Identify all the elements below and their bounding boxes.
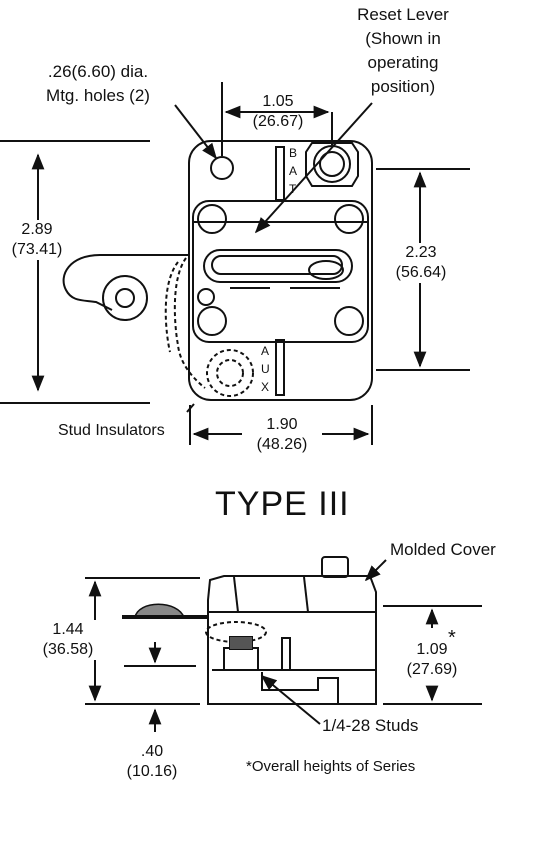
leader-reset-lever xyxy=(254,102,373,234)
molded-cover-bump xyxy=(321,556,349,578)
small-screw xyxy=(197,288,215,306)
leader-studs xyxy=(260,674,321,725)
leader-molded-cover xyxy=(364,559,387,582)
stud-body xyxy=(223,647,259,671)
aux-tab xyxy=(281,637,291,671)
dim-label-1-05: 1.05 (26.67) xyxy=(252,93,304,130)
stud-insulator-loop xyxy=(62,254,190,321)
breaker-body-outline xyxy=(188,140,373,401)
screw-top-left xyxy=(197,204,227,234)
studs-label: 1/4-28 Studs xyxy=(322,716,419,735)
screw-bottom-left xyxy=(197,306,227,336)
bat-terminal-slot xyxy=(275,146,285,201)
molded-cover-label: Molded Cover xyxy=(390,540,496,559)
asterisk-mark: * xyxy=(448,627,456,649)
mounting-hole-top xyxy=(210,156,234,180)
dim-label-1-90: 1.90 (48.26) xyxy=(242,415,322,455)
reset-lever-label: Reset Lever (Shown in operating position… xyxy=(357,5,449,96)
aux-letters: A U X xyxy=(261,344,270,394)
center-slot xyxy=(203,249,353,283)
dim-label-2-89: 2.89 (73.41) xyxy=(2,220,72,260)
bat-letters: B A T xyxy=(289,146,298,196)
dim-label-2-23: 2.23 (56.64) xyxy=(384,243,458,283)
dim-label-1-09: 1.09 (27.69) xyxy=(392,640,472,680)
dim-label-40: .40 (10.16) xyxy=(126,743,178,780)
screw-bottom-right xyxy=(334,306,364,336)
screw-top-right xyxy=(334,204,364,234)
reset-lever xyxy=(305,142,359,187)
footnote-label: *Overall heights of Series xyxy=(246,758,416,775)
side-view-body xyxy=(207,556,377,705)
leader-mtg-holes xyxy=(174,104,217,160)
aux-stud-dashed xyxy=(164,257,254,397)
dim-label-1-44: 1.44 (36.58) xyxy=(28,620,108,660)
breaker-inner-frame xyxy=(192,200,369,343)
stud-insulators-label: Stud Insulators xyxy=(58,422,165,439)
type-title: TYPE III xyxy=(215,485,350,523)
mtg-holes-label: .26(6.60) dia. Mtg. holes (2) xyxy=(46,62,150,105)
leader-stud-insulators xyxy=(186,403,195,413)
slot-pin xyxy=(308,260,344,280)
aux-terminal-slot xyxy=(275,339,285,396)
